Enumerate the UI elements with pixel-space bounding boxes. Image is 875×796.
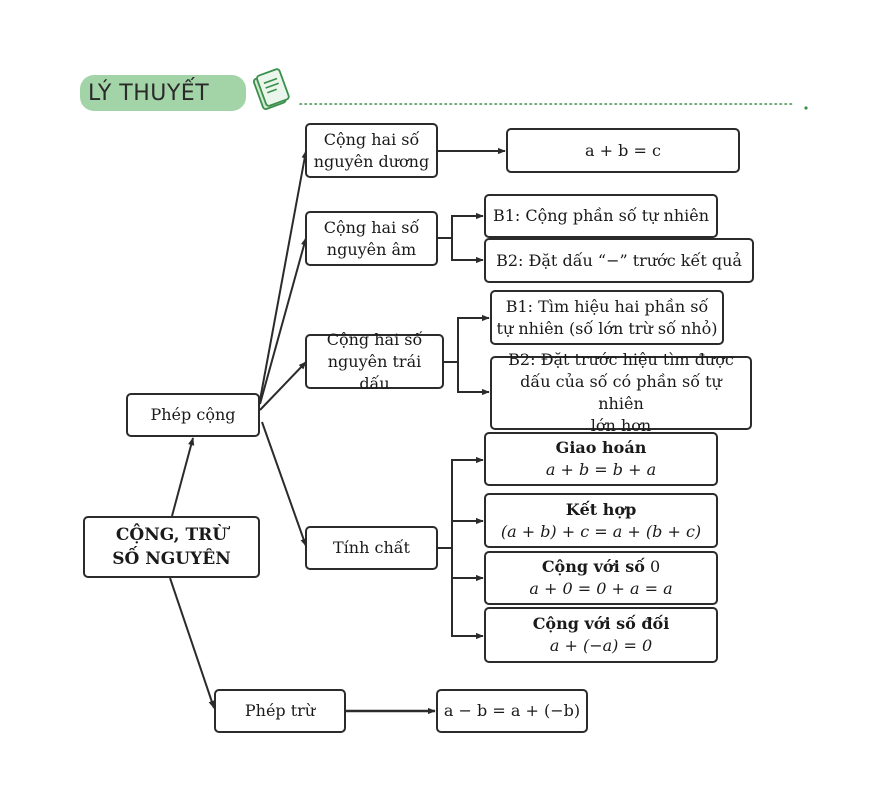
property-zero-formula: a + 0 = 0 + a = a: [529, 579, 673, 598]
root-node: CỘNG, TRỪ SỐ NGUYÊN: [83, 516, 260, 578]
opposite-step-2-line-3: lớn hơn: [590, 416, 652, 435]
negative-line-2: nguyên âm: [326, 239, 417, 259]
positive-result-formula: a + b = c: [585, 140, 661, 160]
book-icon: [252, 68, 290, 110]
property-opposite: Cộng với số đối a + (−a) = 0: [484, 607, 718, 663]
opposite-step-1: B1: Tìm hiệu hai phần số tự nhiên (số lớ…: [490, 290, 724, 345]
property-opposite-name: Cộng với số đối: [532, 614, 670, 633]
subtraction-node: Phép trừ: [214, 689, 346, 733]
root-line-2: SỐ NGUYÊN: [112, 549, 231, 569]
negative-step-1-text: B1: Cộng phần số tự nhiên: [492, 206, 710, 225]
opposite-step-1-line-1: B1: Tìm hiệu hai phần số: [505, 296, 709, 316]
subtraction-formula: a − b = a + (−b): [443, 701, 581, 720]
subtraction-label: Phép trừ: [244, 701, 316, 720]
negative-step-2: B2: Đặt dấu “−” trước kết quả: [484, 238, 754, 283]
properties-label: Tính chất: [333, 538, 410, 557]
property-opposite-formula: a + (−a) = 0: [549, 636, 653, 655]
header-dot: [804, 106, 808, 110]
properties-node: Tính chất: [305, 526, 438, 570]
opposite-step-1-line-2: tự nhiên (số lớn trừ số nhỏ): [496, 318, 718, 338]
positive-result-node: a + b = c: [506, 128, 740, 173]
negative-sum-node: Cộng hai số nguyên âm: [305, 211, 438, 266]
property-zero-name: Cộng với số: [541, 557, 645, 576]
property-zero-heading: Cộng với số 0: [542, 556, 660, 578]
negative-line-1: Cộng hai số: [323, 217, 420, 237]
negative-step-2-text: B2: Đặt dấu “−” trước kết quả: [496, 250, 742, 270]
addition-label: Phép cộng: [150, 405, 236, 424]
subtraction-formula-node: a − b = a + (−b): [436, 689, 588, 733]
positive-line-2: nguyên dương: [313, 151, 430, 171]
section-title: LÝ THUYẾT: [80, 75, 246, 111]
opposite-step-2: B2: Đặt trước hiệu tìm được dấu của số c…: [490, 350, 752, 435]
positive-sum-node: Cộng hai số nguyên dương: [305, 123, 438, 178]
property-associative-name: Kết hợp: [565, 499, 637, 519]
property-associative-formula: (a + b) + c = a + (b + c): [500, 521, 702, 541]
positive-line-1: Cộng hai số: [323, 129, 420, 149]
property-zero-suffix: 0: [650, 557, 661, 576]
opposite-line-2: nguyên trái dấu: [327, 351, 422, 393]
property-commutative-formula: a + b = b + a: [545, 460, 657, 479]
opposite-step-2-line-1: B2: Đặt trước hiệu tìm được: [508, 350, 734, 369]
property-commutative: Giao hoán a + b = b + a: [484, 432, 718, 486]
property-zero: Cộng với số 0 a + 0 = 0 + a = a: [484, 551, 718, 605]
property-associative: Kết hợp (a + b) + c = a + (b + c): [484, 493, 718, 548]
opposite-step-2-line-2: dấu của số có phần số tự nhiên: [520, 372, 722, 413]
property-commutative-name: Giao hoán: [555, 438, 647, 457]
root-line-1: CỘNG, TRỪ: [115, 525, 228, 545]
negative-step-1: B1: Cộng phần số tự nhiên: [484, 194, 718, 238]
addition-node: Phép cộng: [126, 393, 260, 437]
opposite-sign-node: Cộng hai số nguyên trái dấu: [305, 330, 444, 393]
opposite-line-1: Cộng hai số: [326, 329, 423, 349]
